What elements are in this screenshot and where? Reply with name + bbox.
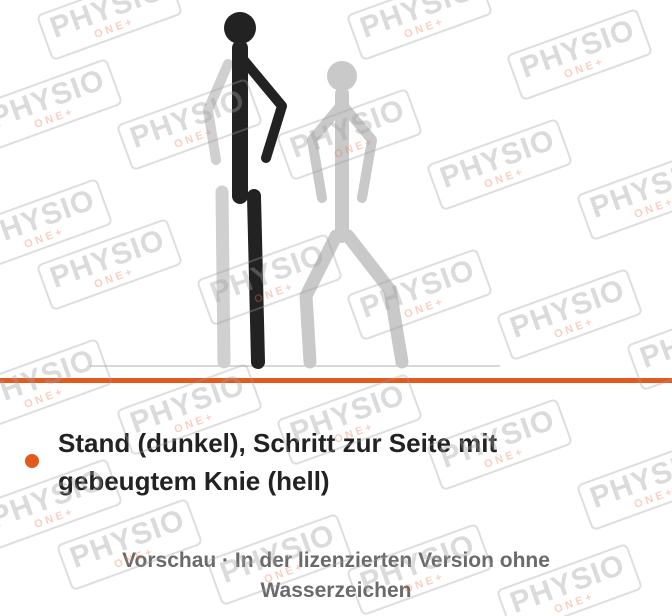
- orange-divider: [0, 378, 672, 383]
- light-figure: [299, 61, 409, 369]
- exercise-illustration: [90, 12, 500, 369]
- exercise-caption: Stand (dunkel), Schritt zur Seite mit ge…: [58, 428, 498, 496]
- stick-figures: [90, 12, 500, 369]
- preview-note: Vorschau · In der lizenzierten Version o…: [122, 549, 550, 602]
- dark-figure: [224, 12, 287, 369]
- ghost-figure: [203, 59, 233, 369]
- bullet-dot-icon: [25, 454, 39, 468]
